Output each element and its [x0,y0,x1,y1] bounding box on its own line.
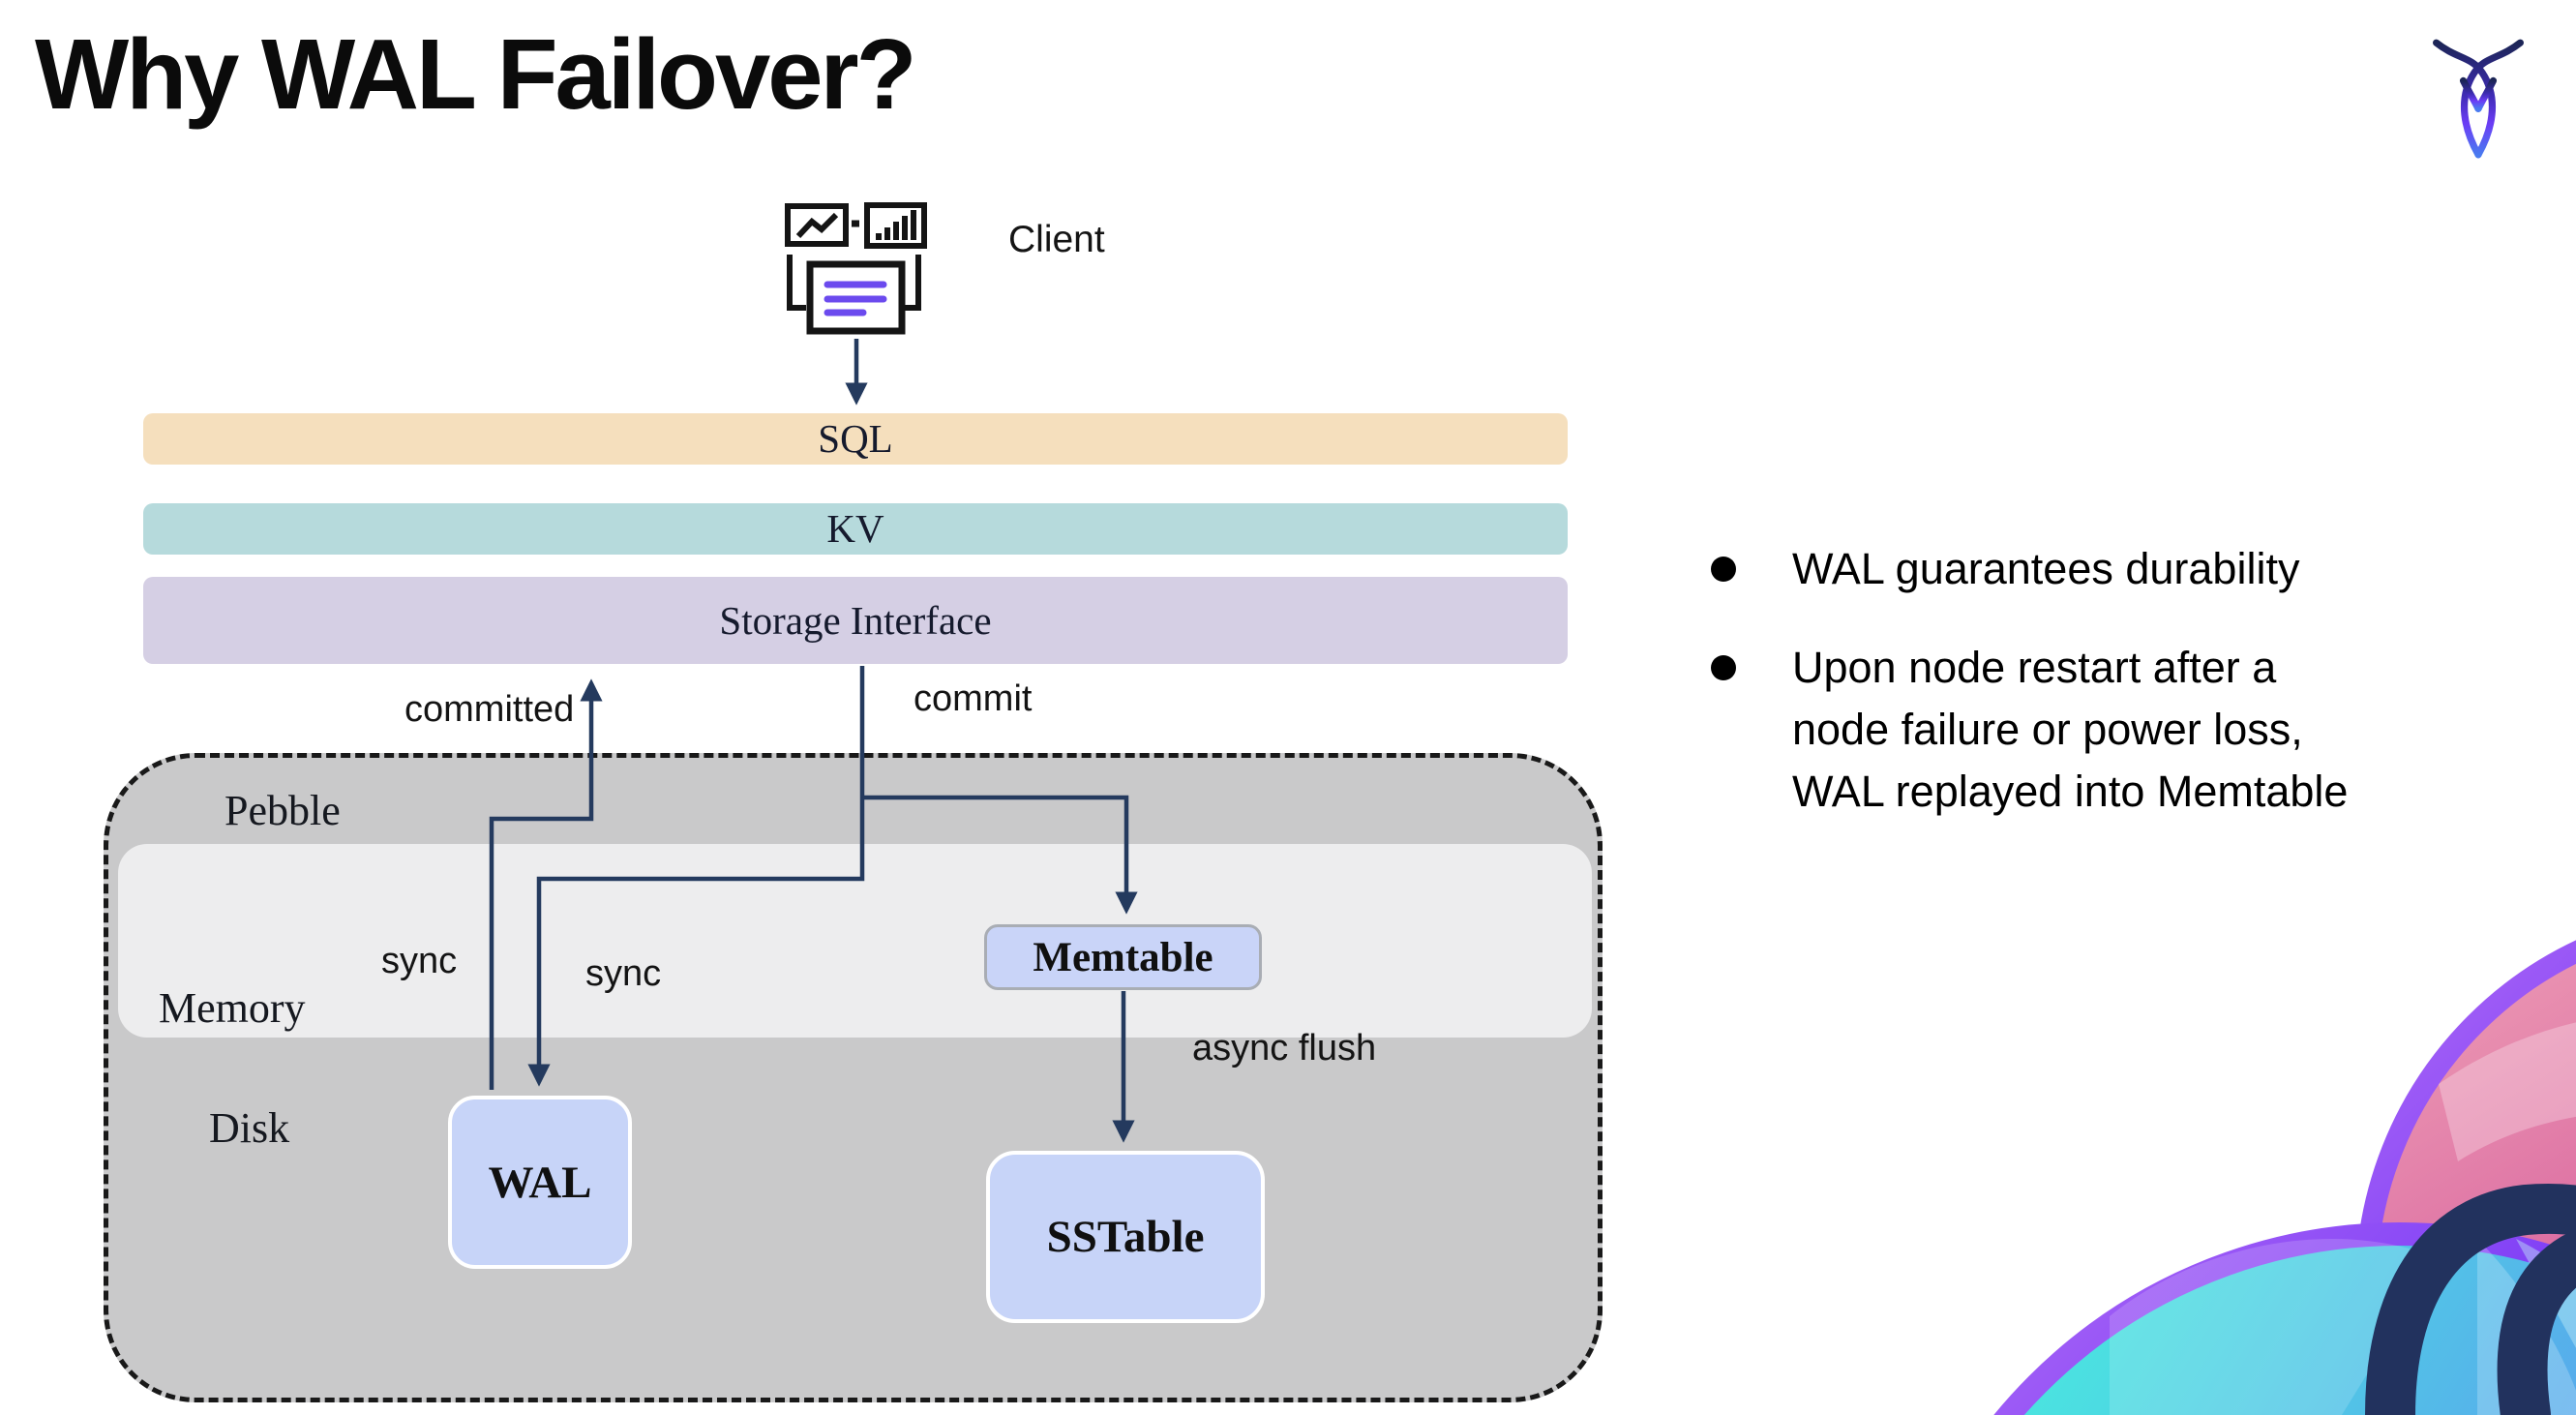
sync-left-edge-label: sync [381,941,458,981]
client-devices-icon [785,202,927,335]
memory-label: Memory [159,984,306,1032]
bullet-icon [1711,655,1736,680]
committed-edge-label: committed [404,689,575,730]
commit-edge-label: commit [914,678,1033,719]
disk-label: Disk [209,1104,290,1152]
page-title: Why WAL Failover? [35,18,917,130]
memtable-node: Memtable [984,924,1262,990]
list-item: WAL guarantees durability [1711,538,2504,600]
client-label: Client [1008,219,1105,260]
sstable-node: SSTable [986,1151,1265,1323]
memory-band [118,844,1592,1038]
bullet-text: WAL guarantees durability [1792,544,2300,593]
layer-kv: KV [143,503,1568,555]
list-item: Upon node restart after a node failure o… [1711,637,2504,823]
bullet-list: WAL guarantees durability Upon node rest… [1711,538,2504,859]
layer-storage: Storage Interface [143,577,1568,664]
pebble-label: Pebble [225,787,341,834]
wal-node: WAL [448,1096,632,1269]
bullet-text: Upon node restart after a node failure o… [1792,643,2349,816]
layer-sql: SQL [143,413,1568,465]
cockroach-logo-icon [2433,39,2524,159]
async-flush-edge-label: async flush [1192,1028,1377,1069]
bullet-icon [1711,557,1736,582]
sync-right-edge-label: sync [585,953,662,994]
